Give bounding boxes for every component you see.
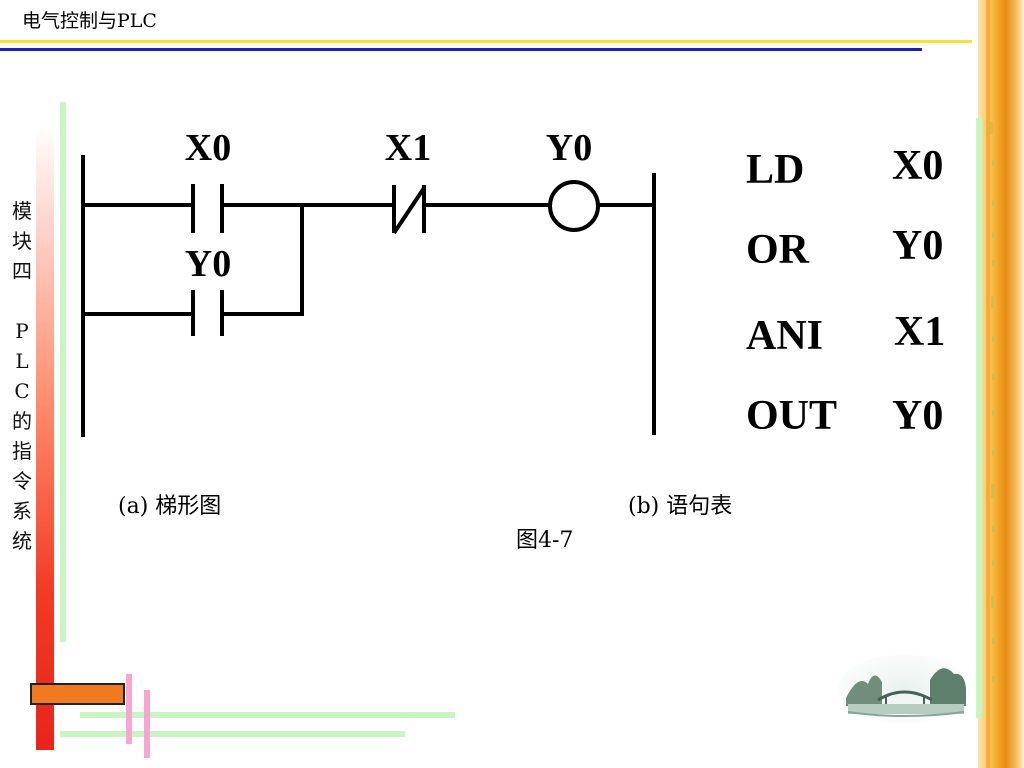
instruction-op: ANI	[746, 313, 824, 359]
decorative-left-red-bar	[36, 125, 54, 750]
vertical-char: 系	[12, 499, 32, 523]
instruction-operand: Y0	[892, 393, 944, 439]
vertical-char: 统	[12, 529, 32, 553]
vertical-char: 指	[12, 439, 32, 463]
decorative-right-band	[978, 0, 1024, 768]
instruction-operand: Y0	[892, 223, 944, 269]
instruction-op: OUT	[746, 393, 838, 439]
coil-y0-symbol	[548, 180, 600, 232]
contact-y0-label: Y0	[185, 243, 231, 285]
caption-statement-list: (b) 语句表	[628, 494, 733, 519]
instruction-operand: X1	[894, 309, 946, 355]
vertical-char: 四	[12, 259, 32, 283]
decorative-pink-line	[126, 674, 132, 744]
contact-x1-label: X1	[385, 127, 431, 169]
contact-x0-label: X0	[185, 127, 231, 169]
page-title: 电气控制与PLC	[22, 10, 157, 32]
figure-label: 图4-7	[516, 528, 574, 553]
vertical-chapter-title: 模 块 四 P L C 的 指 令 系 统	[8, 196, 36, 556]
vertical-char: 的	[12, 409, 32, 433]
vertical-char: L	[15, 349, 29, 373]
vertical-char: P	[15, 319, 29, 343]
instruction-op: OR	[746, 227, 809, 273]
coil-y0-label: Y0	[546, 127, 592, 169]
decorative-right-band-stripe	[986, 0, 990, 768]
caption-ladder: (a) 梯形图	[118, 494, 222, 519]
vertical-char: 模	[12, 199, 32, 223]
decorative-pink-line	[144, 690, 150, 758]
vertical-char: 块	[12, 229, 32, 253]
decorative-green-line	[60, 731, 405, 737]
decorative-orange-block	[30, 683, 125, 705]
decorative-green-line	[80, 712, 455, 718]
decorative-right-green-bar	[976, 118, 982, 718]
instruction-operand: X0	[892, 143, 944, 189]
vertical-char: C	[14, 379, 30, 403]
landscape-image	[838, 654, 970, 724]
decorative-right-ticks	[990, 122, 995, 682]
instruction-op: LD	[746, 147, 805, 193]
header-divider-blue	[0, 48, 922, 51]
header-divider-yellow	[0, 40, 972, 43]
contact-x1-slash	[392, 186, 426, 235]
decorative-left-green-bar	[60, 102, 66, 642]
vertical-char: 令	[12, 469, 32, 493]
